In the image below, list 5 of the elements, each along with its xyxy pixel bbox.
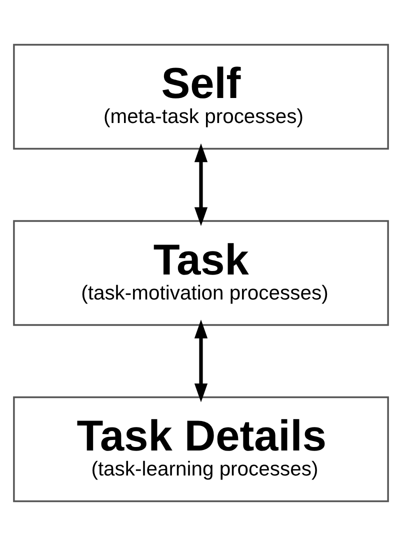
- arrow: [194, 143, 208, 226]
- node-box: Self (meta-task processes): [13, 44, 389, 150]
- node-box: Task (task-motivation processes): [13, 220, 389, 326]
- arrow: [194, 320, 208, 402]
- node-box: Task Details (task-learning processes): [13, 396, 389, 502]
